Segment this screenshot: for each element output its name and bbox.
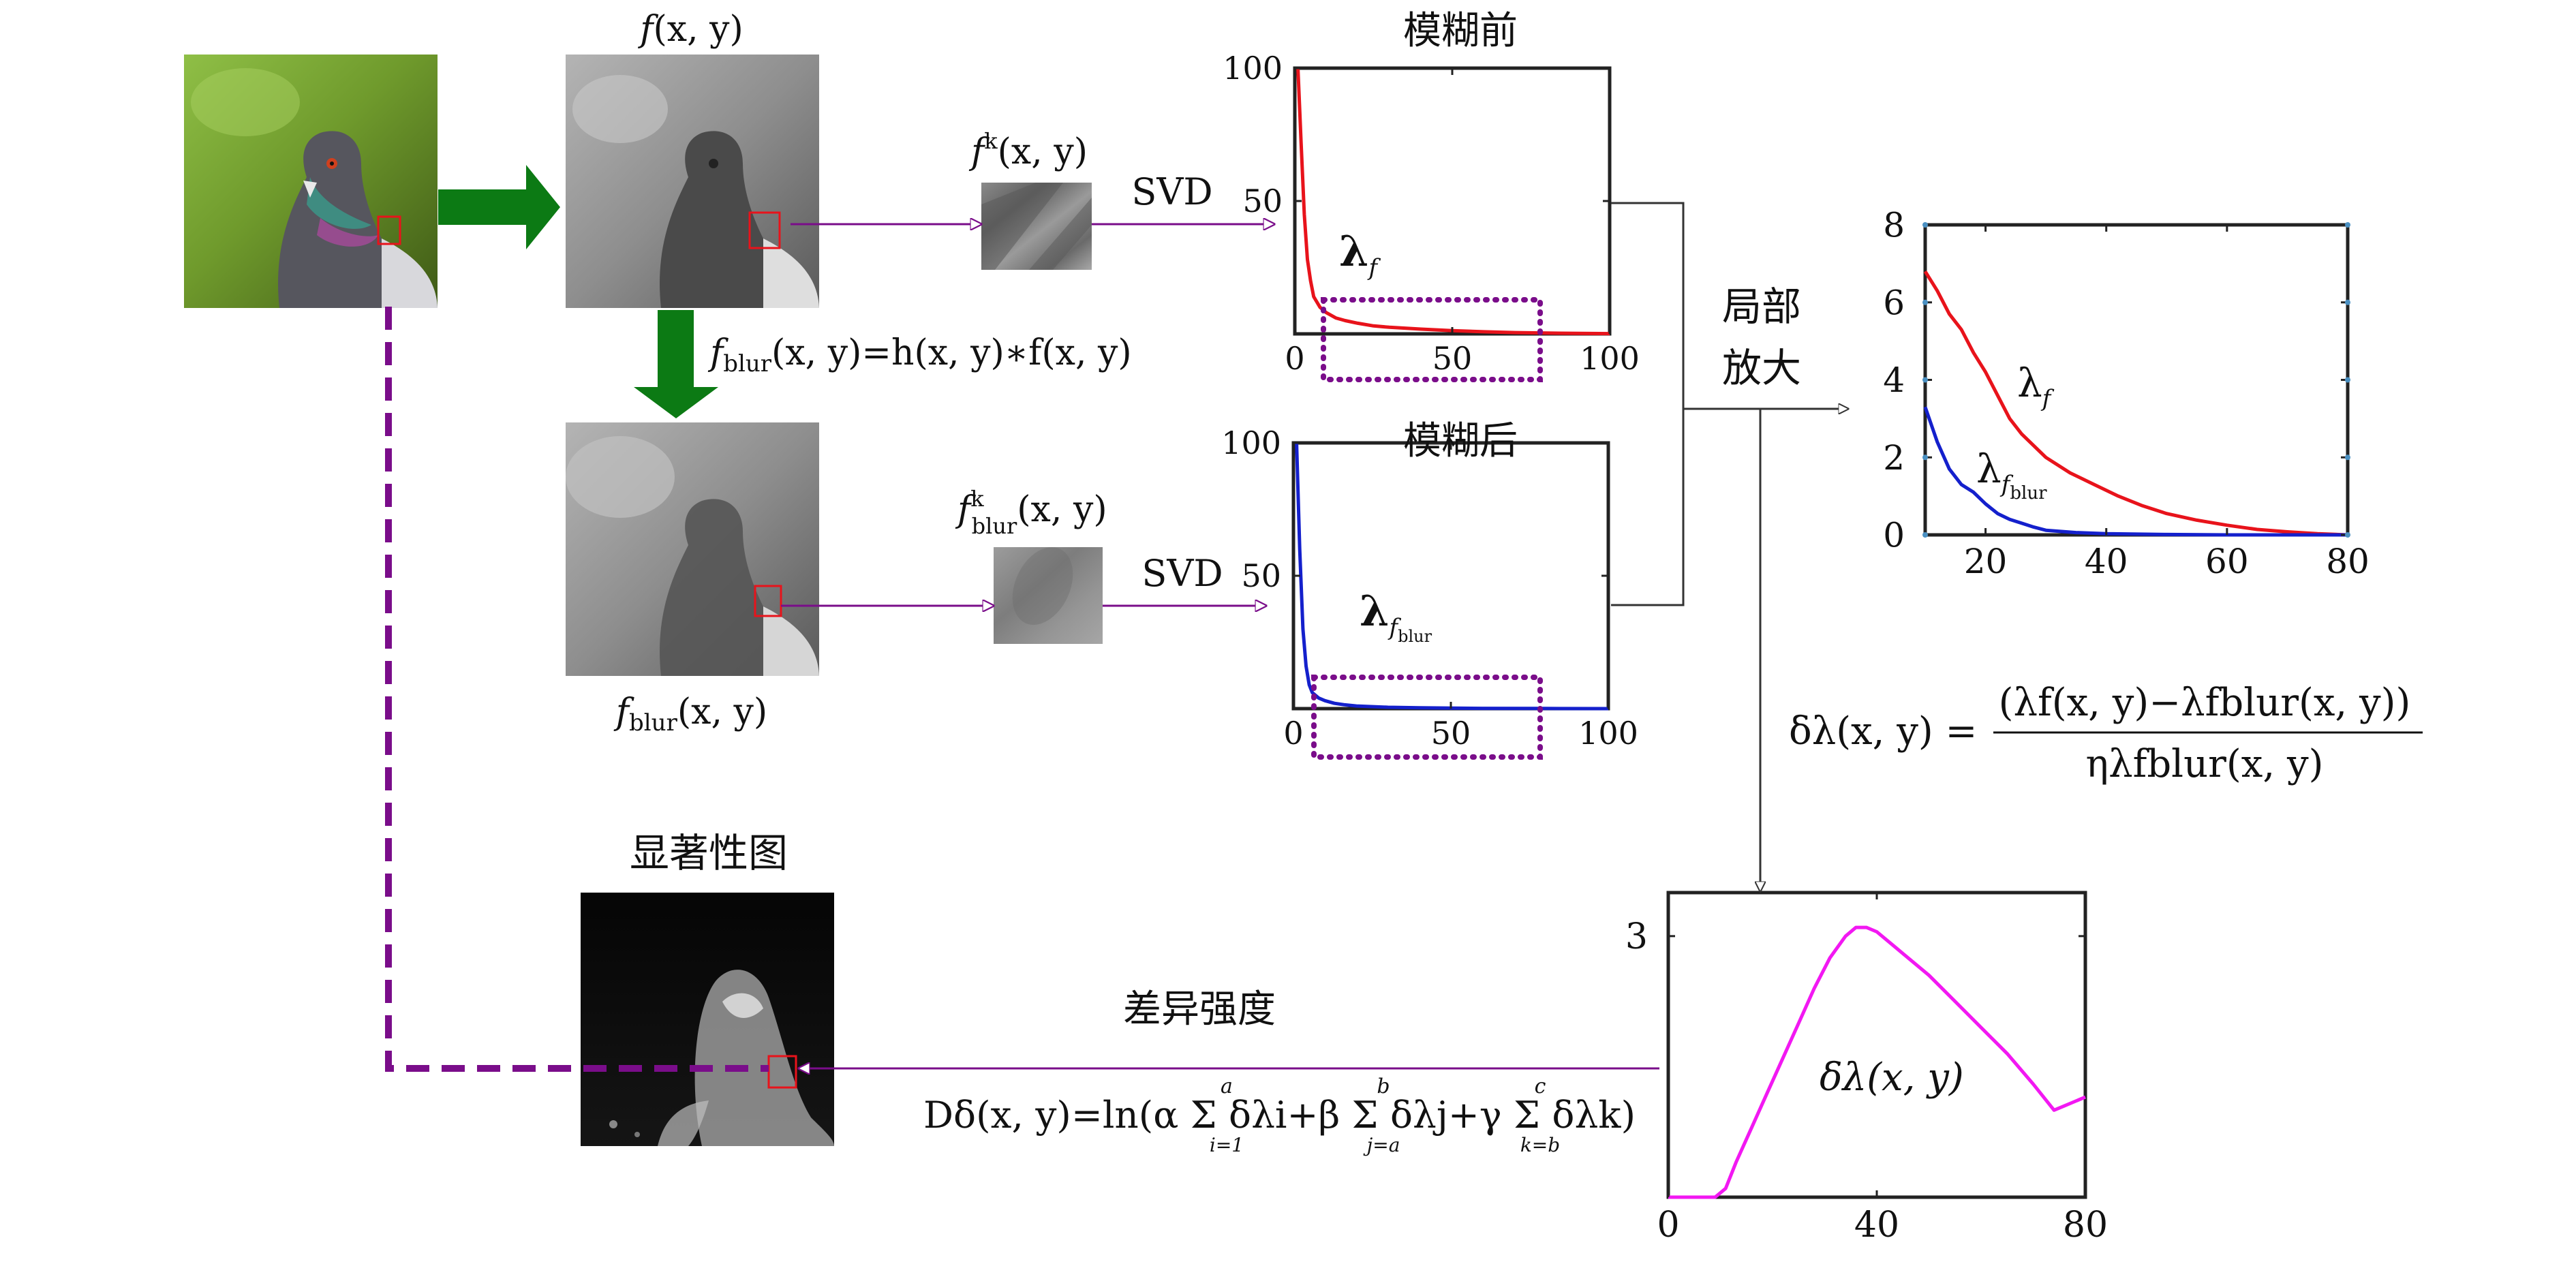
chart-before-title: 模糊前 [1403,9,1518,53]
dashed-link-original-to-saliency [385,307,769,1072]
x-tick-label: 100 [1578,715,1638,752]
svd-label-bottom: SVD [1141,552,1223,595]
gray-image [566,55,819,308]
fk-label: fk(x, y) [968,128,1088,172]
highlight-box-after [1311,675,1543,760]
chart-before: 0 50 100 50 100 [1223,50,1640,377]
x-tick-label: 50 [1431,715,1471,752]
green-arrow-right [438,165,560,249]
axis-dot [1922,299,1928,305]
x-tick-label: 0 [1285,340,1304,377]
svd-label-top: SVD [1131,170,1212,213]
diff-intensity-label: 差异强度 [1123,987,1276,1032]
highlight-box-before [1321,297,1543,382]
y-tick-label: 50 [1242,183,1283,219]
axis-dot [2345,222,2350,228]
blur-equation: fblur(x, y)=h(x, y)∗f(x, y) [707,333,1132,377]
D-formula: Dδ(x, y)=ln(α Σ δλi+β Σ δλj+γ Σ δλk) a i… [923,1075,1636,1156]
x-tick-label: 40 [1854,1205,1899,1246]
chart-frame [1291,441,1610,711]
y-tick-label: 100 [1221,424,1281,461]
chart-frame [1666,891,2087,1199]
svg-text:Dδ(x, y)=ln(α Σ δλi+β Σ δλj+γ: Dδ(x, y)=ln(α Σ δλi+β Σ δλj+γ Σ δλk) [923,1094,1636,1137]
chart-zoom: 20 40 60 80 0 2 4 6 8 [1883,206,2370,582]
saliency-title: 显著性图 [630,830,788,876]
y-tick-label: 2 [1883,438,1905,478]
patch-fk [981,183,1092,270]
y-tick-label: 3 [1625,916,1648,957]
x-tick-label: 80 [2326,542,2370,581]
axis-dot [1922,454,1928,461]
patch-fbk [994,547,1103,644]
selection-box-gray [748,211,781,249]
zoom-label-1: 局部 [1722,283,1801,330]
x-tick-label: 0 [1283,715,1303,752]
y-tick-label: 0 [1883,516,1905,555]
axis-dot [2345,454,2350,461]
axis-dot [1922,377,1928,383]
lambda-fblur-chart-label: λfblur [1360,586,1432,646]
axis-dot [1922,532,1928,538]
svg-text:c: c [1535,1075,1546,1098]
y-tick-label: 6 [1883,283,1905,322]
svg-text:j=a: j=a [1363,1134,1400,1156]
delta-curve-label: δλ(x, y) [1820,1055,1964,1100]
chart-frame [1293,66,1612,336]
f-xy-label: f(x, y) [637,9,743,50]
saliency-map-image [581,893,834,1146]
chart-delta: 0 40 80 3 [1625,891,2108,1246]
zoom-lambda-f-label: λf [2017,360,2055,412]
f-blur-label: fblur(x, y) [613,692,767,737]
axis-dot [2345,532,2350,538]
axis-dot [2345,377,2350,383]
blurred-image [566,422,819,676]
pigeon-color-image [184,55,438,308]
selection-box-original [377,215,401,245]
y-tick-label: 8 [1883,206,1905,245]
delta-formula-lhs: δλ(x, y) = [1789,709,1977,754]
x-tick-label: 40 [2085,542,2128,581]
zoom-label-2: 放大 [1722,345,1801,391]
series-line-0 [1923,270,2348,537]
series-line-1 [1923,406,2348,537]
series-line-0 [1296,67,1610,336]
x-tick-label: 60 [2205,542,2249,581]
svg-text:a: a [1221,1075,1233,1098]
x-tick-label: 20 [1964,542,2008,581]
svg-text:b: b [1377,1075,1390,1098]
delta-formula-numerator: (λf(x, y)−λfblur(x, y)) [1999,681,2411,725]
selection-box-blurred [754,585,782,617]
series-line-0 [1295,442,1609,711]
lambda-f-chart-label: λf [1339,226,1381,281]
axis-dot [1922,222,1928,228]
axis-dot [2345,299,2350,305]
y-tick-label: 100 [1223,50,1283,87]
y-tick-label: 4 [1883,360,1905,400]
chart-after-title: 模糊后 [1403,419,1518,463]
series-line-0 [1668,925,2086,1199]
delta-formula-denominator: ηλfblur(x, y) [2086,742,2324,786]
zoom-bracket [1611,202,1685,606]
zoom-lambda-fblur-label: λfblur [1976,446,2047,504]
svg-text:k=b: k=b [1520,1134,1560,1156]
chart-after: 0 50 100 50 100 [1221,424,1638,752]
x-tick-label: 100 [1580,340,1640,377]
x-tick-label: 50 [1432,340,1473,377]
y-tick-label: 50 [1241,557,1281,594]
svg-text:i=1: i=1 [1210,1134,1244,1156]
x-tick-label: 0 [1657,1205,1679,1246]
green-arrow-down [634,310,718,418]
x-tick-label: 80 [2063,1205,2108,1246]
